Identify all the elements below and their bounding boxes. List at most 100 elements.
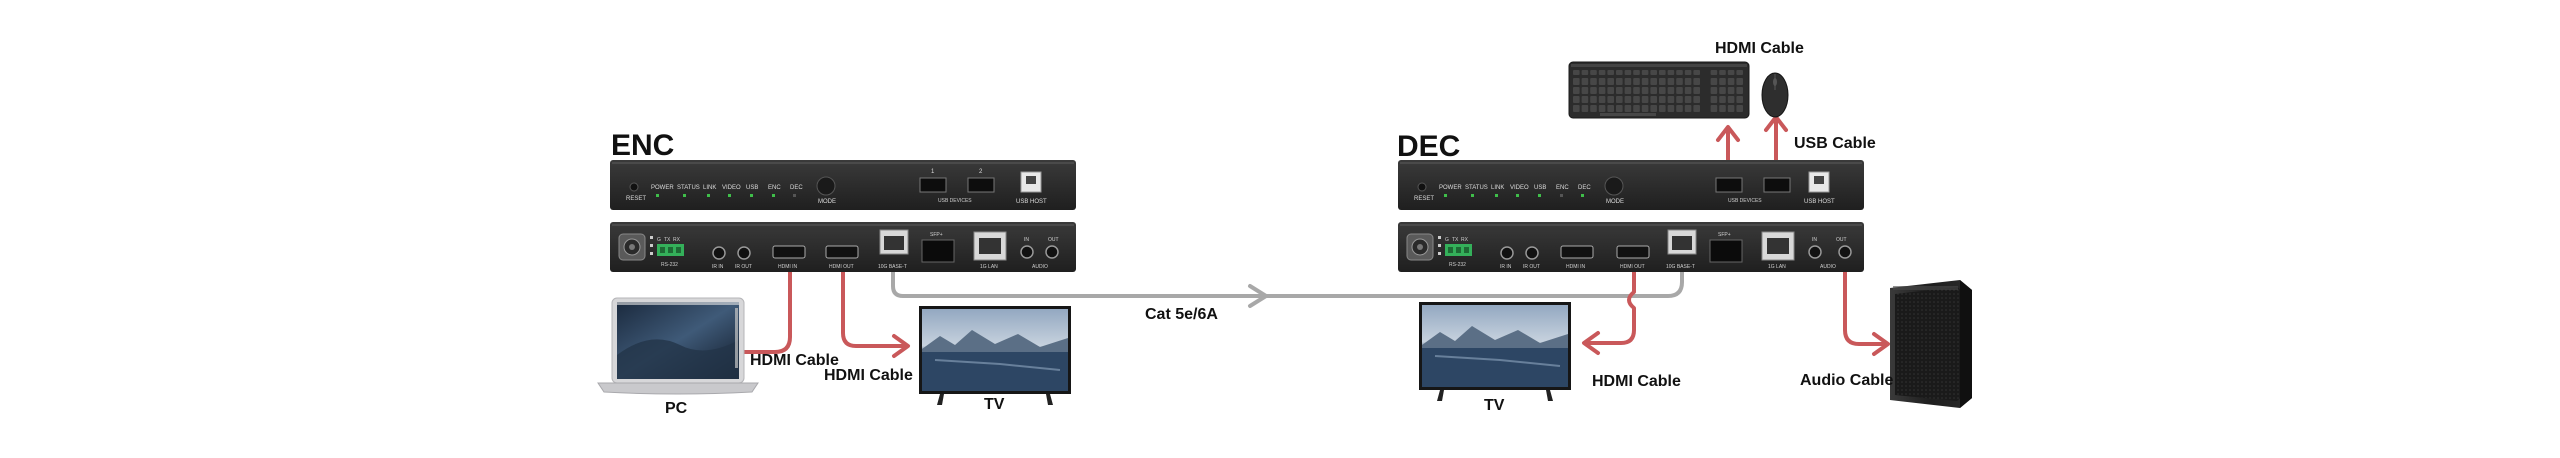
svg-text:STATUS: STATUS: [677, 185, 700, 191]
keyboard-key: [1659, 87, 1666, 94]
keyboard-key: [1616, 87, 1623, 94]
dec-rear-panel: G TX RX RS-232 IR IN IR OUT HDMI IN HDMI…: [1398, 222, 1864, 272]
keyboard-key: [1693, 96, 1700, 103]
tv-left-icon: [919, 306, 1071, 405]
dec-sfp-port[interactable]: [1709, 239, 1743, 263]
dec-led-video: [1516, 194, 1519, 197]
svg-text:2: 2: [979, 169, 983, 175]
svg-text:STATUS: STATUS: [1465, 185, 1488, 191]
svg-text:IR IN: IR IN: [712, 264, 724, 270]
mode-button[interactable]: [816, 176, 836, 196]
svg-text:VIDEO: VIDEO: [1510, 185, 1529, 191]
audio-in-jack[interactable]: [1020, 245, 1034, 259]
dec-ir-out-jack[interactable]: [1525, 246, 1539, 260]
dec-usb-device-port-2[interactable]: [1763, 177, 1791, 193]
keyboard-key: [1616, 70, 1623, 75]
hdmi-cable-tv-left: [841, 268, 906, 348]
dec-hdmi-out-port[interactable]: [1616, 245, 1650, 259]
keyboard-key: [1719, 105, 1726, 112]
keyboard-key: [1710, 78, 1718, 85]
keyboard-key: [1727, 87, 1735, 94]
dec-hdmi-in-port[interactable]: [1560, 245, 1594, 259]
dec-audio-out-jack[interactable]: [1838, 245, 1852, 259]
pc-laptop-icon: [597, 297, 759, 395]
svg-text:IR IN: IR IN: [1500, 264, 1512, 270]
keyboard-key: [1710, 96, 1718, 103]
keyboard-key: [1590, 96, 1597, 103]
keyboard-key: [1607, 87, 1614, 94]
svg-text:AUDIO: AUDIO: [1820, 264, 1836, 270]
cat-cable-arrow-icon: [1248, 284, 1268, 308]
svg-text:LINK: LINK: [1491, 185, 1504, 191]
audio-out-jack[interactable]: [1045, 245, 1059, 259]
svg-text:DEC: DEC: [790, 185, 803, 191]
svg-text:USB HOST: USB HOST: [1804, 199, 1835, 205]
hdmi-arrow-tv-left-icon: [892, 334, 910, 358]
keyboard-key: [1590, 78, 1597, 85]
keyboard-key: [1590, 70, 1597, 75]
keyboard-key: [1736, 105, 1743, 112]
svg-text:SFP+: SFP+: [1718, 232, 1731, 238]
keyboard-key: [1641, 96, 1649, 103]
dec-led-link: [1495, 194, 1498, 197]
keyboard-key: [1676, 105, 1683, 112]
dec-mode-button[interactable]: [1604, 176, 1624, 196]
keyboard-key: [1598, 96, 1606, 103]
svg-text:USB HOST: USB HOST: [1016, 199, 1047, 205]
audio-arrow-icon: [1872, 332, 1890, 356]
keyboard-key: [1624, 70, 1632, 75]
svg-text:IR OUT: IR OUT: [1523, 264, 1540, 270]
reset-button[interactable]: [629, 182, 639, 192]
keyboard-key: [1633, 70, 1640, 75]
svg-text:OUT: OUT: [1836, 237, 1847, 243]
keyboard-key: [1659, 70, 1666, 75]
keyboard-key: [1710, 70, 1718, 75]
keyboard-key: [1624, 87, 1632, 94]
keyboard-key: [1727, 78, 1735, 85]
dec-led-enc: [1560, 194, 1563, 197]
keyboard-key: [1581, 70, 1589, 75]
enc-rear-panel: G TX RX RS-232 IR IN IR OUT HDMI IN HDMI…: [610, 222, 1076, 272]
hdmi-out-port[interactable]: [825, 245, 859, 259]
keyboard-key: [1676, 87, 1683, 94]
cat-cable-label: Cat 5e/6A: [1145, 306, 1218, 323]
keyboard-key: [1736, 96, 1743, 103]
keyboard-key: [1581, 96, 1589, 103]
keyboard-key: [1719, 70, 1726, 75]
usb-device-port-2[interactable]: [967, 177, 995, 193]
svg-text:VIDEO: VIDEO: [722, 185, 741, 191]
ir-in-jack[interactable]: [712, 246, 726, 260]
keyboard-key: [1684, 87, 1692, 94]
keyboard-key: [1641, 105, 1649, 112]
keyboard-key: [1684, 105, 1692, 112]
keyboard-key: [1727, 96, 1735, 103]
keyboard-key: [1573, 78, 1580, 85]
ir-out-jack[interactable]: [737, 246, 751, 260]
led-power: [656, 194, 659, 197]
svg-text:1G LAN: 1G LAN: [980, 264, 998, 270]
cat-cable: [891, 244, 1684, 298]
usb-device-port-1[interactable]: [919, 177, 947, 193]
keyboard-key: [1573, 105, 1580, 112]
dec-usb-device-port-1[interactable]: [1715, 177, 1743, 193]
keyboard-key: [1667, 87, 1675, 94]
dec-ir-in-jack[interactable]: [1500, 246, 1514, 260]
svg-text:USB DEVICES: USB DEVICES: [1728, 198, 1762, 204]
keyboard-key: [1573, 87, 1580, 94]
dec-audio-in-jack[interactable]: [1808, 245, 1822, 259]
keyboard-key: [1736, 87, 1743, 94]
keyboard-key: [1616, 96, 1623, 103]
hdmi-in-port[interactable]: [772, 245, 806, 259]
keyboard-key: [1624, 96, 1632, 103]
dec-reset-button[interactable]: [1417, 182, 1427, 192]
keyboard-key: [1659, 78, 1666, 85]
sfp-port[interactable]: [921, 239, 955, 263]
keyboard-key: [1650, 78, 1657, 85]
hdmi-cable-pc-label: HDMI Cable: [750, 352, 839, 369]
svg-text:HDMI IN: HDMI IN: [1566, 264, 1586, 270]
svg-text:IN: IN: [1024, 237, 1029, 243]
svg-text:MODE: MODE: [818, 199, 836, 205]
keyboard-key: [1684, 78, 1692, 85]
keyboard-key: [1581, 78, 1589, 85]
keyboard-key: [1684, 96, 1692, 103]
